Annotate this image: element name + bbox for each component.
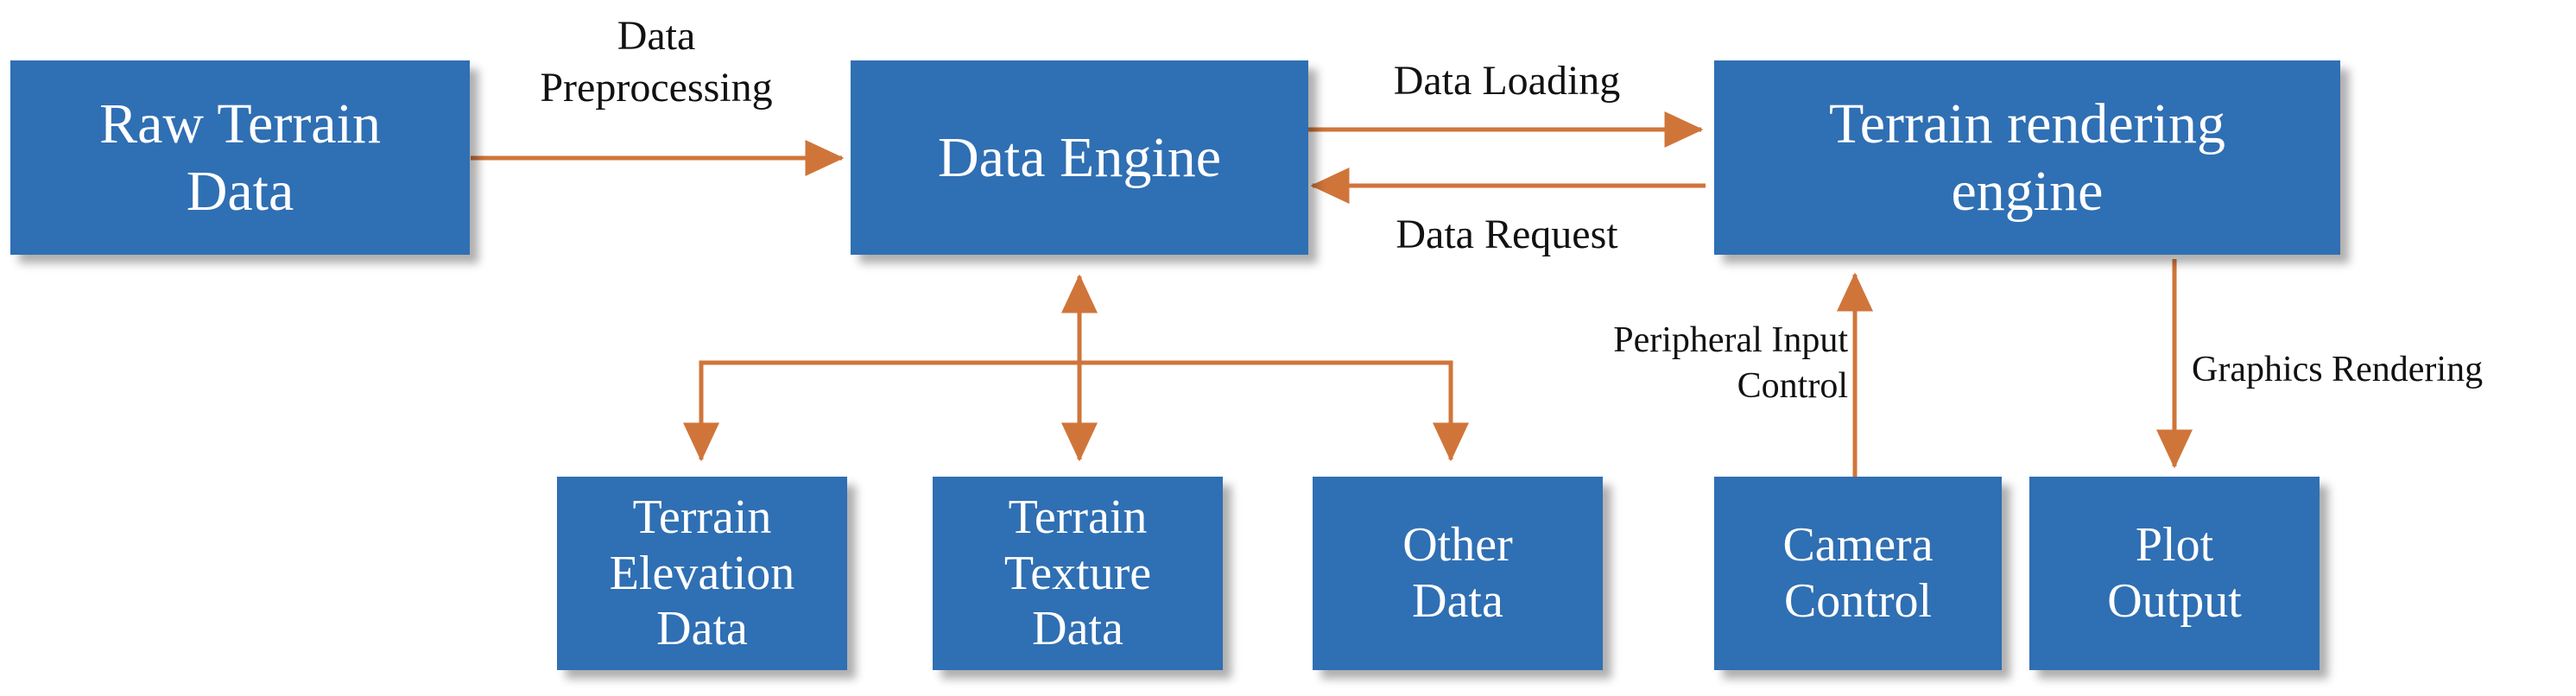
peripheral-input-control-label: Peripheral Input Control bbox=[1613, 320, 1848, 406]
other-data-label: Other Data bbox=[1402, 518, 1513, 628]
camera-control-label: Camera Control bbox=[1782, 518, 1934, 628]
data-request-label: Data Request bbox=[1396, 212, 1618, 257]
plot-output-box: Plot Output bbox=[2029, 477, 2320, 670]
other-data-box: Other Data bbox=[1313, 477, 1603, 670]
graphics-rendering-label: Graphics Rendering bbox=[2192, 350, 2484, 389]
raw-terrain-data-box: Raw Terrain Data bbox=[10, 60, 470, 255]
terrain-texture-data-label: Terrain Texture Data bbox=[1003, 490, 1152, 656]
data-engine-label: Data Engine bbox=[937, 125, 1222, 189]
camera-control-box: Camera Control bbox=[1714, 477, 2002, 670]
terrain-elevation-data-box: Terrain Elevation Data bbox=[557, 477, 847, 670]
data-preprocessing-label: Data Preprocessing bbox=[540, 13, 773, 111]
terrain-rendering-engine-label: Terrain rendering engine bbox=[1829, 92, 2225, 223]
plot-output-label: Plot Output bbox=[2107, 518, 2242, 628]
data-engine-box: Data Engine bbox=[851, 60, 1308, 255]
terrain-texture-data-box: Terrain Texture Data bbox=[933, 477, 1223, 670]
raw-terrain-data-label: Raw Terrain Data bbox=[99, 92, 381, 223]
branch-data-sources bbox=[683, 360, 1469, 462]
terrain-elevation-data-label: Terrain Elevation Data bbox=[609, 490, 795, 656]
terrain-rendering-engine-box: Terrain rendering engine bbox=[1714, 60, 2340, 255]
data-loading-label: Data Loading bbox=[1393, 58, 1621, 104]
